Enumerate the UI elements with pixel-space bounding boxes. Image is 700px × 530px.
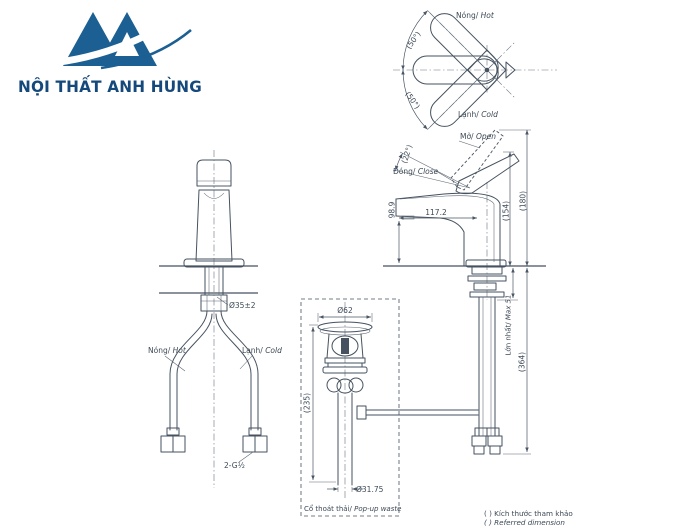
popup-tail-dim: Ø31.75: [327, 485, 384, 494]
hole-diameter-dim: Ø35±2: [216, 296, 256, 310]
note-english: ( ) Referred dimension: [484, 518, 565, 527]
label-hot-front: Nóng/ Hot: [148, 346, 187, 355]
side-handle-open: [450, 129, 504, 191]
popup-cap-dim: Ø62: [317, 306, 373, 322]
front-view: Ø35±2 Nóng/ Hot Lạnh/ Cold 2-G½: [148, 150, 282, 488]
front-shank: [200, 266, 228, 312]
popup-dashed-frame: [300, 298, 400, 517]
front-supply-hoses: [160, 310, 268, 453]
svg-text:Ø31.75: Ø31.75: [356, 485, 384, 494]
svg-text:(235): (235): [303, 393, 312, 413]
handle-pivot: [467, 49, 516, 91]
svg-text:117.2: 117.2: [425, 208, 447, 217]
svg-text:Ø62: Ø62: [337, 306, 353, 315]
connection-thread-dim: 2-G½: [224, 451, 254, 470]
logo-mark: [42, 12, 192, 70]
label-cold-front: Lạnh/ Cold: [242, 346, 282, 355]
open-height-dim: (180): [499, 129, 531, 266]
svg-text:98.9: 98.9: [388, 201, 397, 218]
label-close: Đóng/ Close: [393, 167, 439, 176]
popup-length-dim: (235): [303, 324, 336, 483]
swing-arc-upper: [401, 10, 428, 71]
reference-notes: ( ) Kích thước tham khảo ( ) Referred di…: [484, 509, 573, 527]
popup-waste-box: Ø62 (235) Ø31.75 Cổ thoát thải/ Pop-up w…: [300, 298, 401, 517]
popup-rod: [356, 405, 479, 420]
svg-text:(154): (154): [502, 201, 511, 221]
max-thickness-dim: Lớn nhất/ Max 51: [497, 268, 518, 355]
side-shank-and-hoses: [467, 266, 507, 455]
company-name: NỘI THẤT ANH HÙNG: [18, 75, 202, 96]
svg-text:(180): (180): [519, 191, 528, 211]
label-hot-top: Nóng/ Hot: [456, 11, 495, 20]
svg-text:2-G½: 2-G½: [224, 461, 245, 470]
label-cold-top: Lạnh/ Cold: [458, 110, 498, 119]
total-height-dim: (154): [502, 151, 514, 266]
swing-angle-lower: (50°): [403, 90, 421, 111]
below-counter-dim: (364): [503, 268, 531, 455]
top-view: (50°) (50°) Nóng/ Hot Lạnh/ Cold: [393, 10, 557, 130]
side-view: Mở/ Open Đóng/ Close (22°) 117.2 98.9 (: [356, 129, 546, 455]
front-faucet-body: [183, 159, 245, 268]
spout-reach-dim: 117.2: [399, 208, 477, 220]
logo: NỘI THẤT ANH HÙNG: [18, 12, 202, 96]
side-handle-closed: [455, 153, 520, 195]
note-vietnamese: ( ) Kích thước tham khảo: [484, 509, 573, 518]
side-faucet-body: [395, 192, 501, 267]
spout-height-dim: 98.9: [388, 201, 401, 263]
popup-plug: [317, 321, 373, 486]
popup-title: Cổ thoát thải/ Pop-up waste: [304, 504, 401, 513]
svg-text:Lớn nhất/ Max 51: Lớn nhất/ Max 51: [505, 295, 513, 356]
swing-arc-lower: [401, 69, 428, 130]
svg-text:(22°): (22°): [400, 143, 414, 164]
svg-text:Ø35±2: Ø35±2: [229, 301, 256, 310]
label-open: Mở/ Open: [460, 132, 496, 141]
svg-text:(364): (364): [518, 352, 527, 372]
swing-angle-upper: (50°): [404, 30, 422, 51]
